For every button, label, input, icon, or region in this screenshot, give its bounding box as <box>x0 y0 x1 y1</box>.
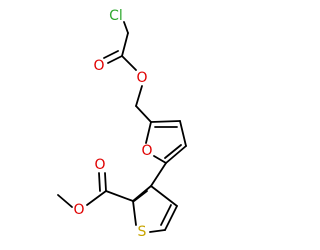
bond-ch2-furan <box>135 105 152 123</box>
chlorine-label: Cl <box>109 8 123 24</box>
bond-ch2-carbonyl <box>121 32 129 57</box>
bond-carbonyl-double-b <box>103 50 119 59</box>
bond-furan-c3-c2 <box>165 145 187 164</box>
bond-furan-o-c5 <box>145 121 152 144</box>
bonds <box>57 21 187 233</box>
bond-cl-ch2 <box>123 21 129 34</box>
furan-oxygen-label: O <box>141 143 152 159</box>
chemical-structure: Cl O O O O O S <box>57 8 187 240</box>
bond-carbonyl-double-a <box>107 55 123 64</box>
bond-thiophene-c3-c2-inner <box>133 190 148 202</box>
ester-link-oxygen-label: O <box>136 70 147 86</box>
bond-methyl-ester-double-a <box>104 172 107 192</box>
ester-carbonyl-oxygen-label: O <box>93 58 104 74</box>
bond-thiophene-c3-c4 <box>150 185 178 207</box>
bond-carbonyl-o <box>121 55 137 71</box>
thiophene-sulfur-label: S <box>138 224 147 240</box>
bond-thiophene-c5-s <box>149 229 166 233</box>
bond-thiophene-c4-c5 <box>164 205 178 231</box>
bond-thiophene-s-c2 <box>132 200 137 226</box>
bond-o-methyl <box>57 194 73 208</box>
bond-methyl-ester-o <box>86 190 107 206</box>
bond-furan-c2-o <box>153 155 167 164</box>
bond-methyl-ester-double-b <box>98 172 101 192</box>
bond-furan-c4-c3 <box>179 120 187 147</box>
bond-furan-thiophene <box>150 162 167 187</box>
bond-furan-c3-c2-inner <box>164 144 182 159</box>
methyl-ester-link-oxygen-label: O <box>73 202 84 218</box>
methyl-ester-carbonyl-oxygen-label: O <box>94 157 105 173</box>
bond-furan-c5-c4 <box>150 120 181 123</box>
bond-thiophene-c4-c5-inner <box>160 204 172 226</box>
bond-thiophene-ester <box>105 190 134 202</box>
atom-labels: Cl O O O O O S <box>73 8 152 240</box>
bond-o-ch2 <box>135 85 143 107</box>
